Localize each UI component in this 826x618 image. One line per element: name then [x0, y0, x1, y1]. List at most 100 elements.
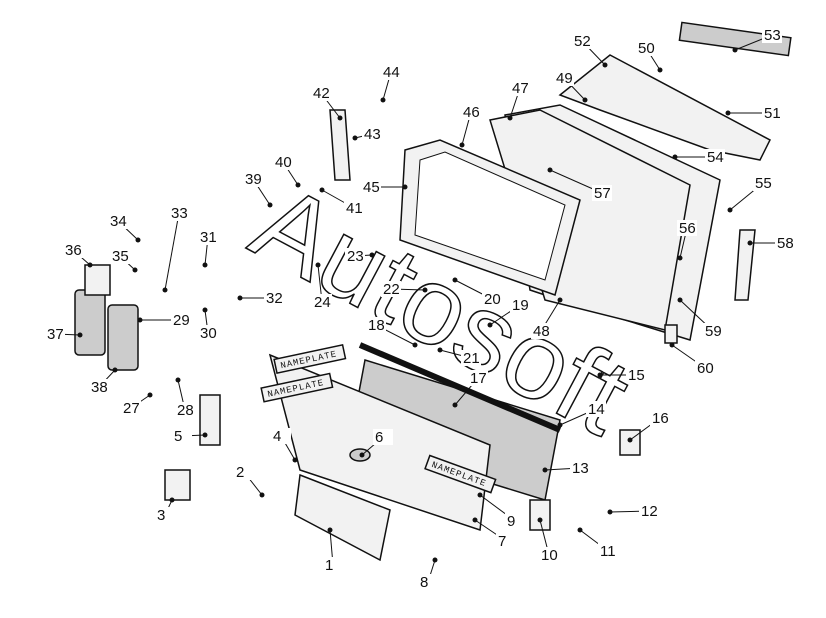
callout-8: 8	[418, 557, 438, 591]
callout-number: 40	[275, 154, 292, 171]
callout-number: 9	[507, 513, 515, 530]
callout-number: 14	[588, 401, 605, 418]
leader-dot	[747, 240, 753, 246]
callout-number: 19	[512, 297, 529, 314]
callout-number: 33	[171, 205, 188, 222]
leader-dot	[137, 317, 143, 323]
callout-7: 7	[472, 517, 516, 550]
callout-4: 4	[271, 428, 298, 463]
callout-43: 43	[352, 126, 382, 143]
callout-45: 45	[361, 179, 408, 196]
callout-number: 51	[764, 105, 781, 122]
leader-dot	[577, 527, 583, 533]
leader-dot	[582, 97, 588, 103]
callout-32: 32	[237, 290, 284, 307]
callout-number: 59	[705, 323, 722, 340]
nameplate-1	[273, 344, 347, 375]
tail-light-left	[74, 289, 106, 356]
callout-14: 14	[557, 401, 606, 428]
callout-48: 48	[531, 297, 563, 340]
callout-21: 21	[437, 347, 481, 367]
callout-57: 57	[547, 167, 612, 202]
callout-number: 29	[173, 312, 190, 329]
callout-28: 28	[175, 377, 195, 419]
leader-dot	[352, 135, 358, 141]
callout-40: 40	[273, 154, 301, 188]
leader-dot	[327, 527, 333, 533]
leader-dot	[267, 202, 273, 208]
callout-58: 58	[747, 235, 795, 252]
weatherstrip	[358, 342, 562, 433]
callout-number: 27	[123, 400, 140, 417]
callout-number: 13	[572, 460, 589, 477]
callout-38: 38	[89, 367, 118, 396]
callout-number: 57	[594, 185, 611, 202]
leader-dot	[422, 287, 428, 293]
callout-6: 6	[359, 429, 393, 458]
leader-dot	[315, 262, 321, 268]
callout-number: 24	[314, 294, 331, 311]
license-plate-panel	[294, 473, 391, 562]
callout-3: 3	[155, 497, 175, 524]
leader-dot	[169, 497, 175, 503]
leader-dot	[87, 262, 93, 268]
leader-dot	[359, 452, 365, 458]
leader-dot	[202, 432, 208, 438]
leader-dot	[627, 437, 633, 443]
callout-22: 22	[381, 281, 428, 298]
callout-number: 10	[541, 547, 558, 564]
leader-dot	[452, 402, 458, 408]
callout-46: 46	[459, 104, 481, 148]
callout-number: 49	[556, 70, 573, 87]
callout-41: 41	[319, 187, 364, 217]
callout-15: 15	[597, 367, 646, 384]
leader-dot	[292, 457, 298, 463]
leader-dot	[319, 187, 325, 193]
callout-number: 60	[697, 360, 714, 377]
callout-5: 5	[172, 428, 208, 445]
callout-49: 49	[554, 70, 588, 103]
callout-number: 23	[347, 248, 364, 265]
callout-12: 12	[607, 503, 659, 520]
callout-55: 55	[727, 175, 773, 213]
callout-number: 45	[363, 179, 380, 196]
latch	[529, 499, 551, 531]
callout-1: 1	[323, 527, 343, 574]
leader-dot	[557, 297, 563, 303]
leader-dot	[677, 255, 683, 261]
callout-number: 18	[368, 317, 385, 334]
callout-18: 18	[366, 317, 418, 348]
callout-59: 59	[677, 297, 723, 340]
callout-number: 42	[313, 85, 330, 102]
callout-number: 11	[600, 543, 616, 560]
callout-37: 37	[45, 326, 83, 343]
callout-19: 19	[487, 297, 530, 328]
callout-16: 16	[627, 410, 670, 443]
callout-47: 47	[507, 80, 530, 121]
leader-dot	[727, 207, 733, 213]
callout-number: 50	[638, 40, 655, 57]
callout-56: 56	[677, 220, 697, 261]
callout-number: 56	[679, 220, 696, 237]
leader-dot	[507, 115, 513, 121]
leader-line	[164, 212, 180, 291]
leader-dot	[597, 372, 603, 378]
leader-dot	[295, 182, 301, 188]
callout-number: 54	[707, 149, 724, 166]
callout-number: 53	[764, 27, 781, 44]
callout-2: 2	[234, 464, 265, 498]
callout-number: 46	[463, 104, 480, 121]
callout-23: 23	[345, 248, 375, 265]
callout-10: 10	[537, 517, 559, 564]
leader-dot	[602, 62, 608, 68]
leader-dot	[542, 467, 548, 473]
tail-light-right	[107, 304, 139, 371]
callout-number: 12	[641, 503, 658, 520]
callout-number: 35	[112, 248, 129, 265]
callout-number: 41	[346, 200, 363, 217]
callout-24: 24	[312, 262, 332, 311]
callout-number: 15	[628, 367, 645, 384]
callout-20: 20	[452, 277, 502, 308]
callout-number: 48	[533, 323, 550, 340]
callout-number: 2	[236, 464, 244, 481]
